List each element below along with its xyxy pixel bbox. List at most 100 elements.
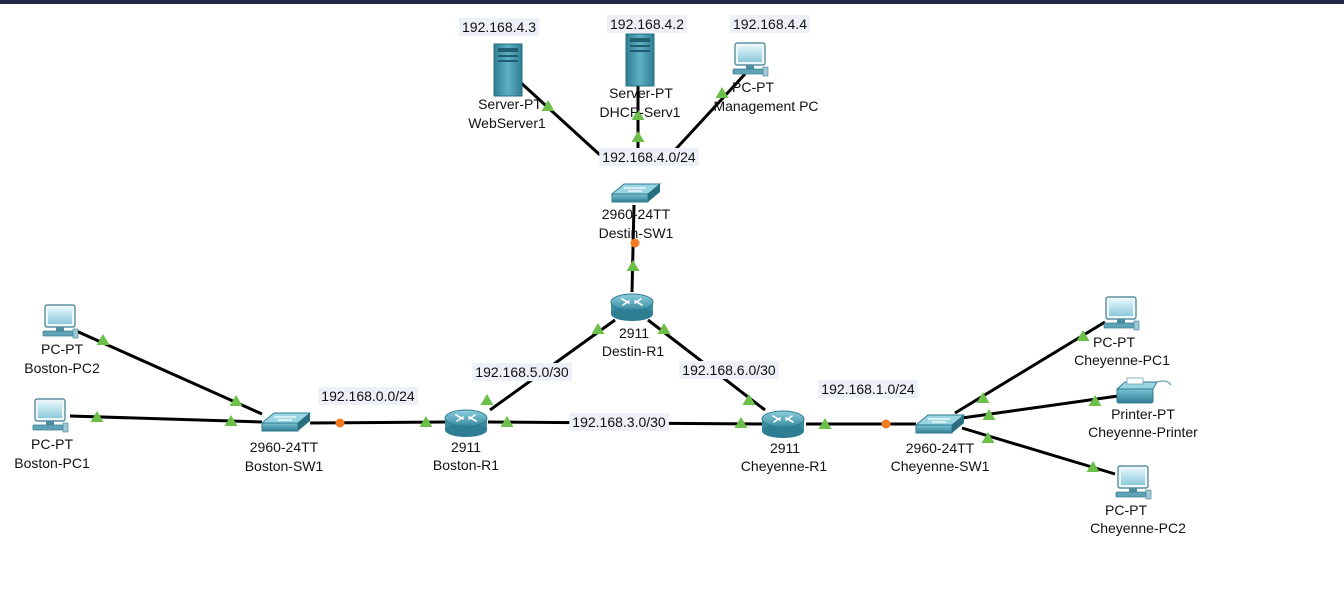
device-name-label: Cheyenne-SW1 [891,458,990,474]
port-indicator-boston-pc1-to-boston-sw1 [90,411,104,422]
device-name-label: Boston-PC1 [14,455,90,471]
device-model-label: PC-PT [1105,502,1147,518]
port-indicator-dhcp-serv1-to-destin-sw1 [631,109,645,120]
device-model-label: PC-PT [31,436,73,452]
device-model-label: 2960-24TT [906,440,975,456]
ip-label-bg [459,18,540,36]
port-indicator-boston-pc2-to-boston-sw1 [96,334,110,345]
device-webserver1[interactable] [493,43,523,97]
device-cheyenne-sw1[interactable] [914,414,966,434]
device-model-label: 2960-24TT [602,206,671,222]
ip-label-bg [607,15,688,33]
device-cheyenne-pc2[interactable] [1115,465,1152,500]
device-ip-label: 192.168.4.3 [462,19,536,35]
port-indicator-cheyenne-sw1-to-cheyenne-pc1 [976,392,990,403]
pc-icon[interactable] [1103,296,1140,331]
port-indicator-destin-r1-to-cheyenne-r1 [657,323,671,334]
network-label-net-6: 192.168.6.0/30 [682,362,776,378]
port-indicator-destin-r1-to-boston-r1 [591,323,605,334]
pc-icon[interactable] [32,398,69,433]
port-indicator-cheyenne-sw1-to-cheyenne-r1 [881,419,891,429]
device-model-label: Server-PT [609,85,673,101]
port-indicator-cheyenne-r1-to-destin-r1 [742,394,756,405]
network-label-net-3: 192.168.3.0/30 [572,414,666,430]
port-indicator-boston-sw1-to-boston-pc2 [229,395,243,406]
device-model-label: PC-PT [41,341,83,357]
server-icon[interactable] [493,43,523,97]
device-boston-r1[interactable] [444,409,488,437]
port-indicator-management-pc-to-destin-sw1 [715,87,729,98]
port-indicator-cheyenne-r1-to-cheyenne-sw1 [818,418,832,429]
port-indicator-destin-r1-to-destin-sw1 [626,260,640,271]
port-indicator-boston-r1-to-destin-r1 [480,394,494,405]
device-name-label: WebServer1 [468,115,546,131]
port-indicator-cheyenne-pc1-to-cheyenne-sw1 [1076,330,1090,341]
device-name-label: Cheyenne-PC1 [1074,352,1170,368]
device-cheyenne-r1[interactable] [761,410,805,438]
port-indicator-boston-sw1-to-boston-r1 [335,418,345,428]
network-label-bg [318,387,418,405]
network-label-bg [818,380,918,398]
device-model-label: PC-PT [1093,334,1135,350]
link-management-pc-destin-sw1[interactable] [673,72,747,152]
port-indicator-cheyenne-r1-to-boston-r1 [734,417,748,428]
link-webserver1-destin-sw1[interactable] [518,80,602,157]
device-name-label: Cheyenne-R1 [741,458,828,474]
device-ip-label: 192.168.4.2 [610,16,684,32]
ports-layer [90,87,1102,472]
device-cheyenne-printer[interactable] [1115,377,1172,404]
device-ip-label: 192.168.4.4 [733,16,807,32]
device-name-label: Management PC [713,98,818,114]
device-name-label: Cheyenne-PC2 [1090,520,1186,536]
server-icon[interactable] [625,33,655,87]
pc-icon[interactable] [1115,465,1152,500]
device-model-label: Printer-PT [1111,406,1175,422]
switch-icon[interactable] [610,183,662,203]
device-model-label: PC-PT [732,79,774,95]
port-indicator-destin-sw1-to-dhcp-serv1 [631,131,645,142]
device-boston-pc2[interactable] [42,304,79,339]
device-model-label: 2911 [619,325,649,341]
switch-icon[interactable] [260,412,312,432]
network-label-net-4: 192.168.4.0/24 [602,149,696,165]
pc-icon[interactable] [732,42,769,77]
device-name-label: Destin-R1 [602,343,664,359]
device-name-label: DHCP-Serv1 [600,104,681,120]
network-label-net-5: 192.168.5.0/30 [475,364,569,380]
networks-layer: 192.168.4.0/24 192.168.5.0/30 192.168.6.0/… [318,148,918,431]
printer-icon[interactable] [1115,377,1172,404]
network-label-bg [569,413,669,431]
network-label-net-1: 192.168.1.0/24 [821,381,915,397]
device-management-pc[interactable] [732,42,769,77]
link-destin-sw1-destin-r1[interactable] [630,204,636,293]
switch-icon[interactable] [914,414,966,434]
pc-icon[interactable] [42,304,79,339]
device-destin-sw1[interactable] [610,183,662,203]
port-indicator-destin-sw1-to-destin-r1 [630,238,640,248]
devices-layer [32,33,1172,500]
device-model-label: 2911 [451,439,481,455]
device-boston-sw1[interactable] [260,412,312,432]
router-icon[interactable] [444,409,488,437]
device-name-label: Destin-SW1 [599,225,674,241]
device-dhcp-serv1[interactable] [625,33,655,87]
device-name-label: Boston-SW1 [245,458,324,474]
port-indicator-boston-r1-to-boston-sw1 [419,416,433,427]
device-cheyenne-pc1[interactable] [1103,296,1140,331]
device-model-label: 2911 [770,440,800,456]
port-indicator-cheyenne-pc2-to-cheyenne-sw1 [1086,461,1100,472]
device-model-label: Server-PT [478,96,542,112]
router-icon[interactable] [610,293,654,321]
top-bar [0,0,1344,4]
port-indicator-boston-sw1-to-boston-pc1 [224,415,238,426]
network-label-bg [472,363,572,381]
router-icon[interactable] [761,410,805,438]
port-indicator-webserver1-to-destin-sw1 [541,100,555,111]
device-destin-r1[interactable] [610,293,654,321]
device-model-label: 2960-24TT [250,439,319,455]
ip-label-bg [730,15,811,33]
device-boston-pc1[interactable] [32,398,69,433]
network-label-bg [679,361,779,379]
